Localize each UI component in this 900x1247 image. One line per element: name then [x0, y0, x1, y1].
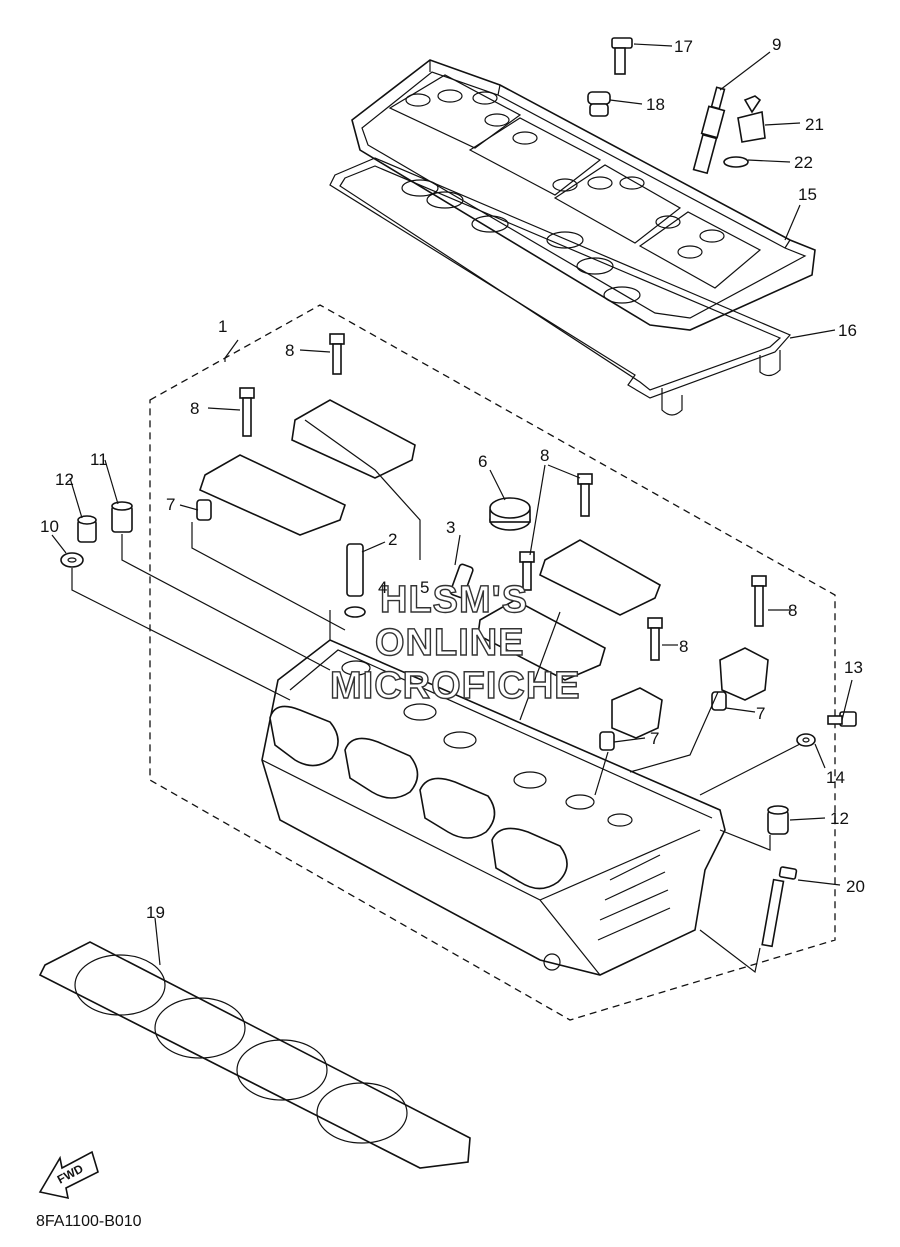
callout-22: 22: [794, 153, 813, 172]
callout-13: 13: [844, 658, 863, 677]
callout-8a: 8: [285, 341, 294, 360]
callout-4: 4: [378, 578, 387, 597]
callout-21: 21: [805, 115, 824, 134]
cover-bolt: [611, 37, 633, 75]
watermark: HLSM'S ONLINE MICROFICHE: [329, 578, 581, 707]
callout-2: 2: [388, 530, 397, 549]
callout-3: 3: [446, 518, 455, 537]
callout-6: 6: [478, 452, 487, 471]
callout-8b: 8: [190, 399, 199, 418]
callout-9: 9: [772, 35, 781, 54]
camshaft-cap-set: [199, 399, 661, 681]
cylinder-head: [261, 639, 726, 976]
spark-plug: [692, 86, 726, 175]
watermark-line-1: HLSM'S: [380, 579, 528, 621]
leader-lines: [51, 43, 853, 974]
watermark-line-3: MICROFICHE: [330, 665, 581, 707]
part-code: 8FA1100-B010: [36, 1213, 142, 1230]
callout-1: 1: [218, 317, 227, 336]
collar-left: [77, 515, 97, 543]
callout-8d: 8: [788, 601, 797, 620]
callout-14: 14: [826, 768, 845, 787]
assembly-boundary: [149, 304, 836, 1021]
forward-direction-arrow: FWD: [38, 1150, 99, 1200]
valve-guide: [449, 563, 474, 599]
callout-7c: 7: [650, 729, 659, 748]
callout-16: 16: [838, 321, 857, 340]
cap-bolts: [239, 333, 767, 661]
valve-cover-gasket: [329, 157, 791, 416]
watermark-line-2: ONLINE: [375, 622, 525, 664]
blind-plug: [489, 497, 531, 531]
collar-right: [767, 805, 789, 835]
callout-10: 10: [40, 517, 59, 536]
callout-8e: 8: [679, 637, 688, 656]
callout-15: 15: [798, 185, 817, 204]
callout-labels: 1 2 3 4 5 6 7 7 7 8 8 8 8 8 9 10 11 12 1…: [40, 35, 865, 922]
callout-7b: 7: [756, 704, 765, 723]
callout-17: 17: [674, 37, 693, 56]
callout-19: 19: [146, 903, 165, 922]
sleeve: [111, 501, 133, 533]
plain-washer: [60, 552, 84, 568]
long-stud-bolt: [761, 866, 798, 948]
cover-grommet: [587, 91, 611, 117]
head-gasket: [38, 941, 471, 1169]
journal-caps: [611, 647, 769, 739]
callout-11: 11: [90, 450, 108, 469]
callout-7a: 7: [166, 495, 175, 514]
valve-lifter: [344, 543, 366, 618]
union-bolt: [827, 711, 857, 727]
oil-filler-cap: [723, 95, 766, 168]
valve-cover: [351, 59, 816, 331]
callout-12b: 12: [830, 809, 849, 828]
copper-washer: [796, 733, 816, 747]
callout-18: 18: [646, 95, 665, 114]
callout-8c: 8: [540, 446, 549, 465]
callout-5: 5: [420, 578, 429, 597]
callout-12a: 12: [55, 470, 74, 489]
callout-20: 20: [846, 877, 865, 896]
